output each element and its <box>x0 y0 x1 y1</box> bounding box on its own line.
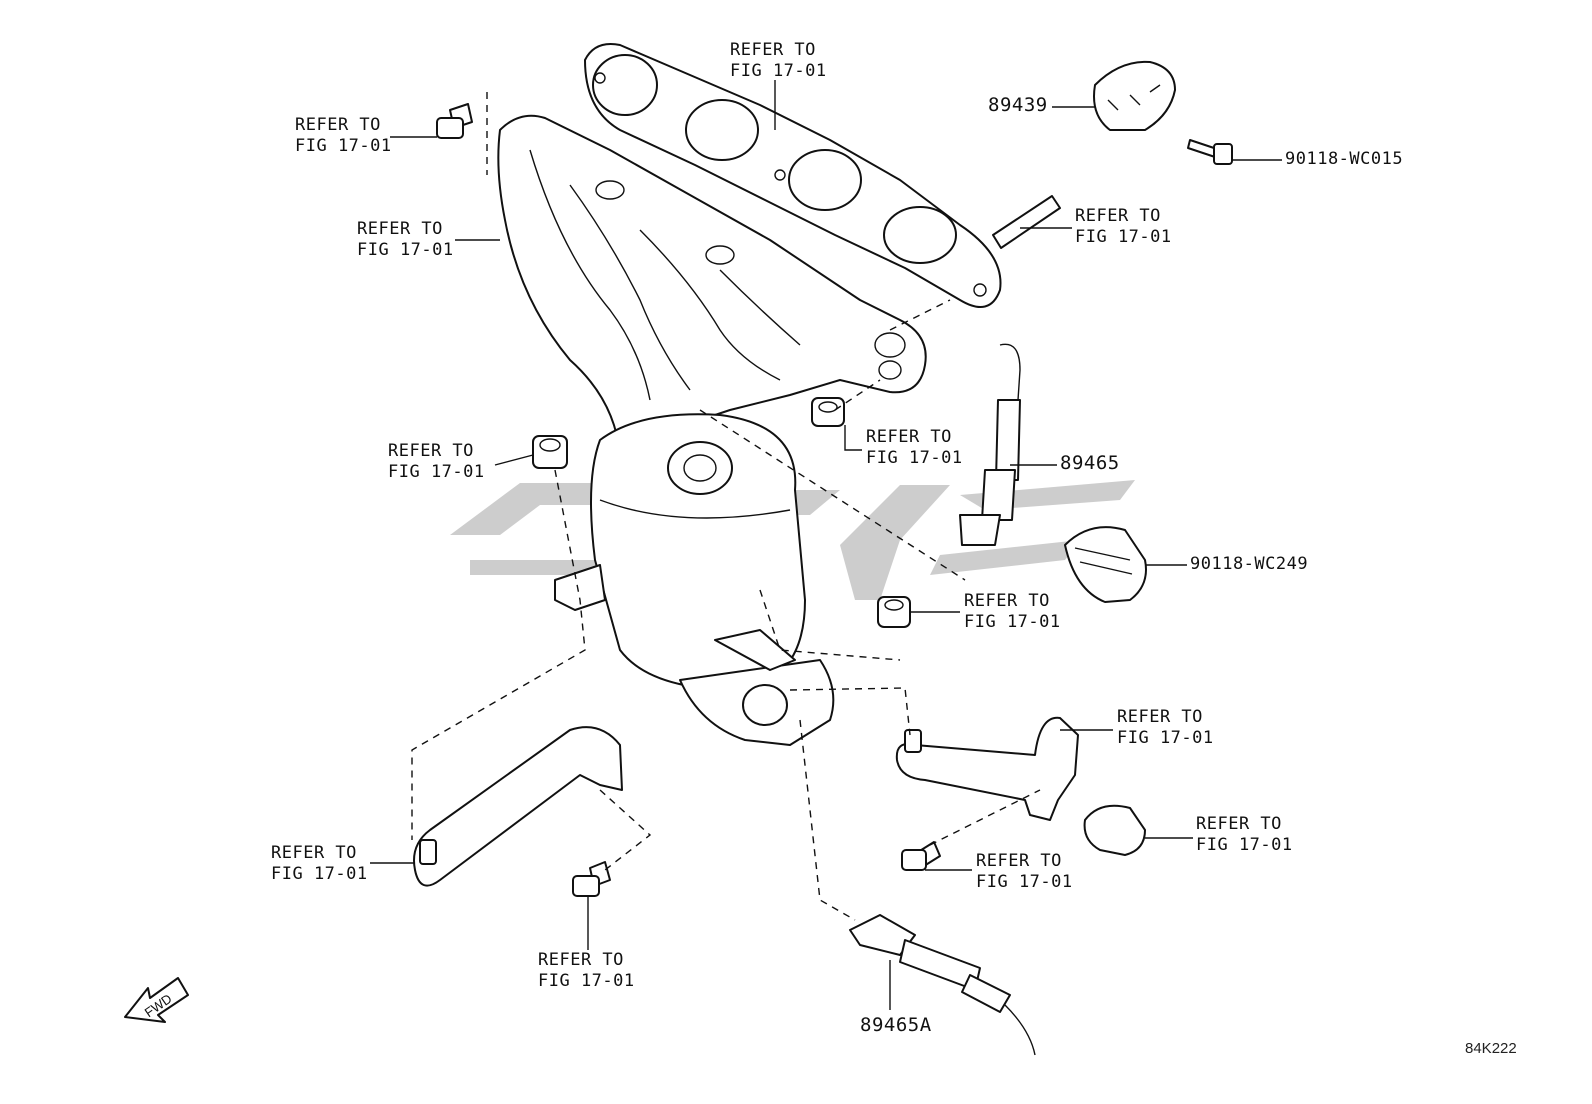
nut-right <box>877 596 911 628</box>
exhaust-manifold-converter <box>497 114 927 746</box>
nut-center <box>811 397 845 427</box>
refer-label-bracket-left: REFER TO FIG 17-01 <box>271 843 368 884</box>
bracket-right <box>895 716 1079 821</box>
part-number-89465a: 89465A <box>860 1014 932 1036</box>
part-number-90118-wc249: 90118-WC249 <box>1190 554 1309 574</box>
refer-label-bolt-upper-left: REFER TO FIG 17-01 <box>295 115 392 156</box>
nut-upper-left <box>532 435 568 469</box>
refer-label-gasket: REFER TO FIG 17-01 <box>730 40 827 81</box>
part-number-90118-wc015: 90118-WC015 <box>1285 149 1404 169</box>
refer-label-manifold: REFER TO FIG 17-01 <box>357 219 454 260</box>
oxygen-sensor-lower <box>849 914 1036 1056</box>
refer-label-clamp-lower: REFER TO FIG 17-01 <box>1196 814 1293 855</box>
bolt-lower-right <box>901 841 941 871</box>
manifold-gasket <box>584 43 1002 309</box>
stud-right <box>992 195 1061 249</box>
clamp-90118-wc249 <box>1064 526 1147 603</box>
bracket-left <box>413 726 623 887</box>
dashed-lines <box>411 92 1041 921</box>
refer-label-bolt-lower-center: REFER TO FIG 17-01 <box>538 950 635 991</box>
part-number-89439: 89439 <box>988 94 1048 116</box>
refer-label-stud: REFER TO FIG 17-01 <box>1075 206 1172 247</box>
oxygen-sensor-upper <box>959 343 1021 546</box>
fwd-arrow-icon: FWD <box>124 977 189 1023</box>
refer-label-nut-right: REFER TO FIG 17-01 <box>964 591 1061 632</box>
part-number-89465: 89465 <box>1060 452 1120 474</box>
leader-lines <box>370 80 1282 1010</box>
diagram-code: 84K222 <box>1465 1040 1517 1057</box>
refer-label-nut-center: REFER TO FIG 17-01 <box>866 427 963 468</box>
clamp-lower-right <box>1083 804 1146 856</box>
bolt-upper-left <box>436 103 473 139</box>
refer-label-nut-left: REFER TO FIG 17-01 <box>388 441 485 482</box>
refer-label-bolt-lower-right: REFER TO FIG 17-01 <box>976 851 1073 892</box>
bolt-top-right <box>1187 139 1233 165</box>
heat-insulator <box>1093 60 1176 131</box>
bolt-lower-center <box>572 861 611 897</box>
refer-label-bracket-right: REFER TO FIG 17-01 <box>1117 707 1214 748</box>
